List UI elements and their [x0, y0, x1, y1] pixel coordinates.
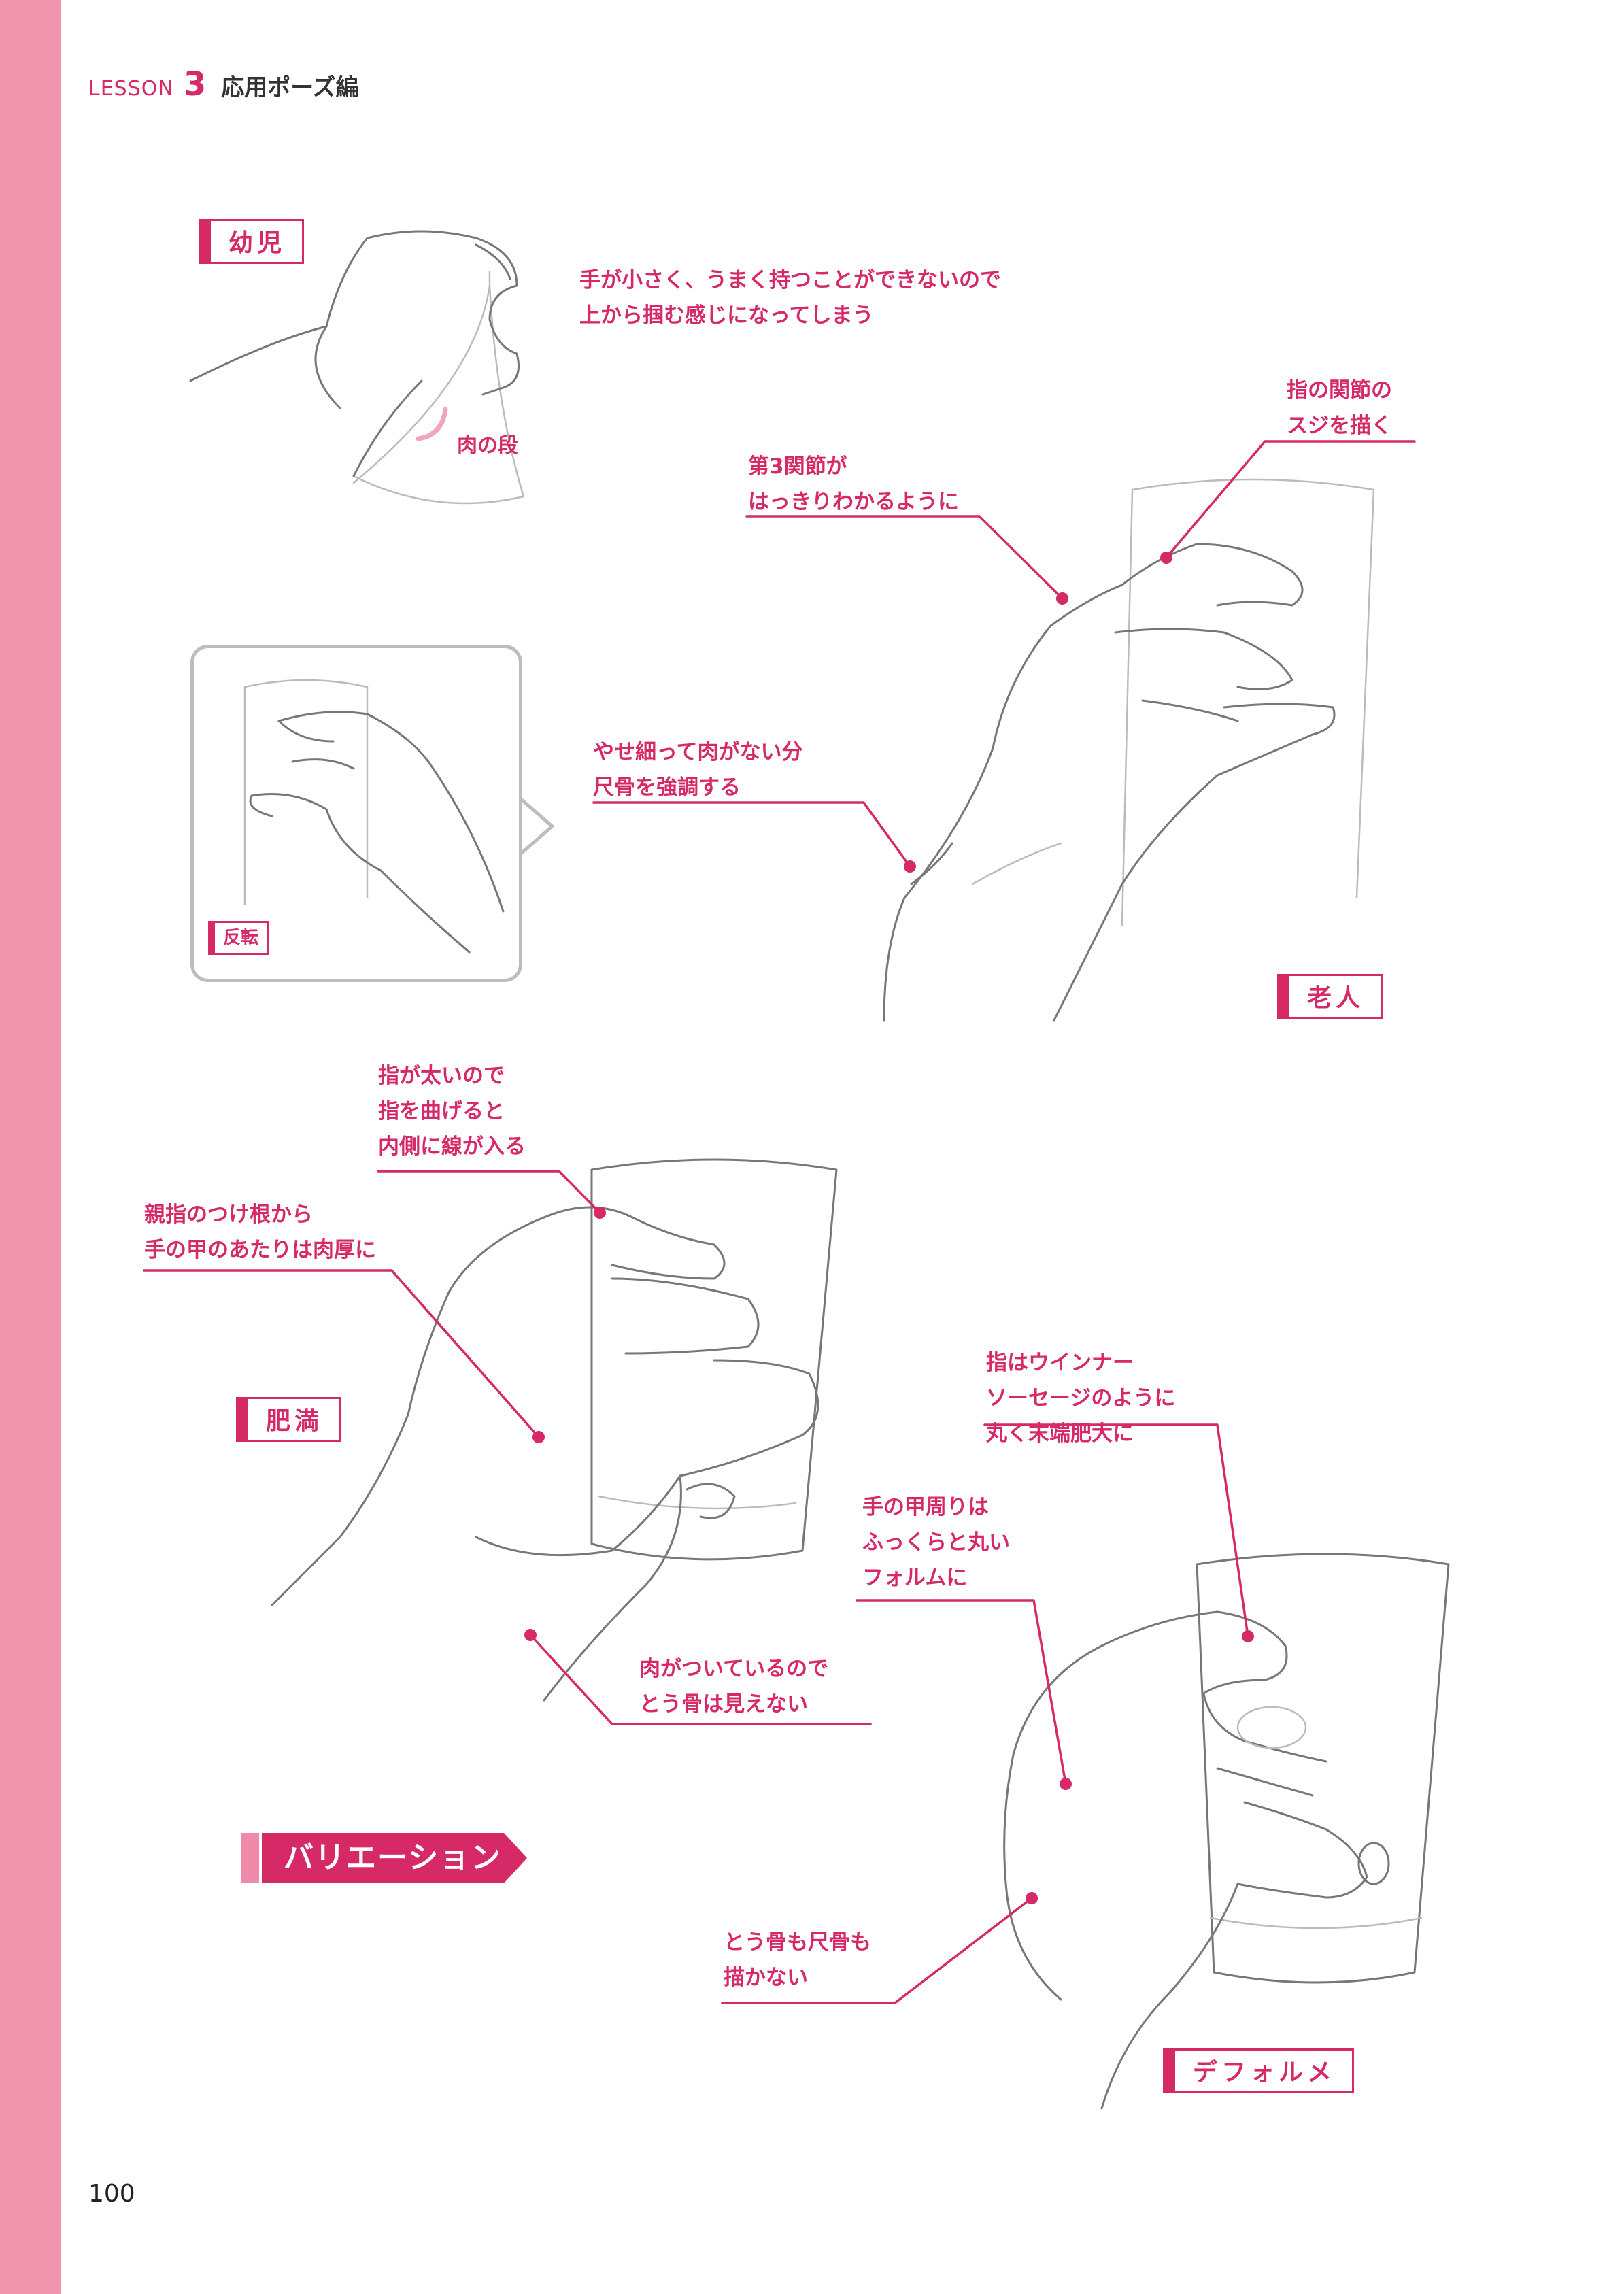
- obese-drawing: [271, 1158, 838, 1702]
- infant-label: 幼児: [199, 219, 305, 264]
- infant-note-line-2: 上から掴む感じになってしまう: [579, 303, 874, 328]
- meat-fold-note: 肉の段: [457, 434, 518, 458]
- infant-note: 手が小さく、うまく持つことができないので 上から掴む感じになってしまう: [579, 263, 1001, 333]
- variation-banner-shape: [241, 1833, 527, 1883]
- infant-drawing: [189, 230, 525, 505]
- finger-note-line-3: 内側に線が入る: [378, 1134, 526, 1159]
- reverse-tag: 反転: [208, 921, 269, 955]
- page-edge-sidebar: [0, 0, 61, 2294]
- back-note-line-1: 手の甲周りは: [862, 1495, 989, 1519]
- joint-note: 第3関節が はっきりわかるように: [748, 449, 959, 520]
- sausage-note-line-1: 指はウインナー: [986, 1351, 1134, 1375]
- back-note-line-2: ふっくらと丸い: [862, 1530, 1010, 1555]
- elderly-label: 老人: [1277, 974, 1383, 1019]
- finger-note-line-2: 指を曲げると: [378, 1099, 505, 1124]
- lesson-title: 応用ポーズ編: [221, 74, 359, 101]
- lesson-header: LESSON 3 応用ポーズ編: [88, 65, 359, 103]
- sausage-note-line-2: ソーセージのように: [986, 1386, 1176, 1411]
- ulna-note: やせ細って肉がない分 尺骨を強調する: [593, 735, 802, 805]
- joint-note-line-2: はっきりわかるように: [748, 490, 959, 514]
- thumb-note-line-1: 親指のつけ根から: [144, 1202, 313, 1227]
- bones-note-line-1: とう骨も尺骨も: [724, 1930, 871, 1955]
- lesson-word: LESSON: [88, 77, 174, 101]
- sausage-note-line-3: 丸く末端肥大に: [986, 1421, 1134, 1446]
- page-number: 100: [88, 2180, 135, 2208]
- joint-note-line-1: 第3関節が: [748, 454, 847, 479]
- variation-banner: バリエーション: [241, 1833, 527, 1883]
- finger-note: 指が太いので 指を曲げると 内側に線が入る: [378, 1058, 526, 1164]
- elderly-drawing: [883, 478, 1375, 1022]
- tendon-note-line-1: 指の関節の: [1287, 378, 1392, 403]
- reverse-inset-drawing: [243, 679, 554, 954]
- radius-note-line-1: 肉がついているので: [639, 1657, 829, 1681]
- finger-note-line-1: 指が太いので: [378, 1064, 505, 1088]
- back-note: 手の甲周りは ふっくらと丸い フォルムに: [862, 1489, 1010, 1596]
- ulna-note-line-2: 尺骨を強調する: [593, 775, 741, 800]
- obese-label: 肥満: [236, 1397, 342, 1442]
- sausage-note: 指はウインナー ソーセージのように 丸く末端肥大に: [986, 1345, 1175, 1451]
- back-note-line-3: フォルムに: [862, 1566, 968, 1590]
- tendon-note-line-2: スジを描く: [1287, 414, 1392, 438]
- deformed-drawing: [1003, 1553, 1450, 2110]
- radius-note: 肉がついているので とう骨は見えない: [639, 1651, 828, 1722]
- thumb-note: 親指のつけ根から 手の甲のあたりは肉厚に: [144, 1197, 376, 1268]
- thumb-note-line-2: 手の甲のあたりは肉厚に: [144, 1238, 376, 1262]
- bones-note: とう骨も尺骨も 描かない: [724, 1925, 871, 1995]
- variation-title: バリエーション: [284, 1840, 503, 1875]
- reverse-inset-frame: [190, 645, 522, 982]
- tendon-note: 指の関節の スジを描く: [1287, 373, 1392, 443]
- radius-note-line-2: とう骨は見えない: [639, 1692, 808, 1717]
- lesson-number: 3: [183, 65, 207, 103]
- bones-note-line-2: 描かない: [724, 1966, 808, 1990]
- deformed-label: デフォルメ: [1163, 2048, 1355, 2093]
- infant-note-line-1: 手が小さく、うまく持つことができないので: [579, 268, 1001, 292]
- ulna-note-line-1: やせ細って肉がない分: [593, 740, 803, 764]
